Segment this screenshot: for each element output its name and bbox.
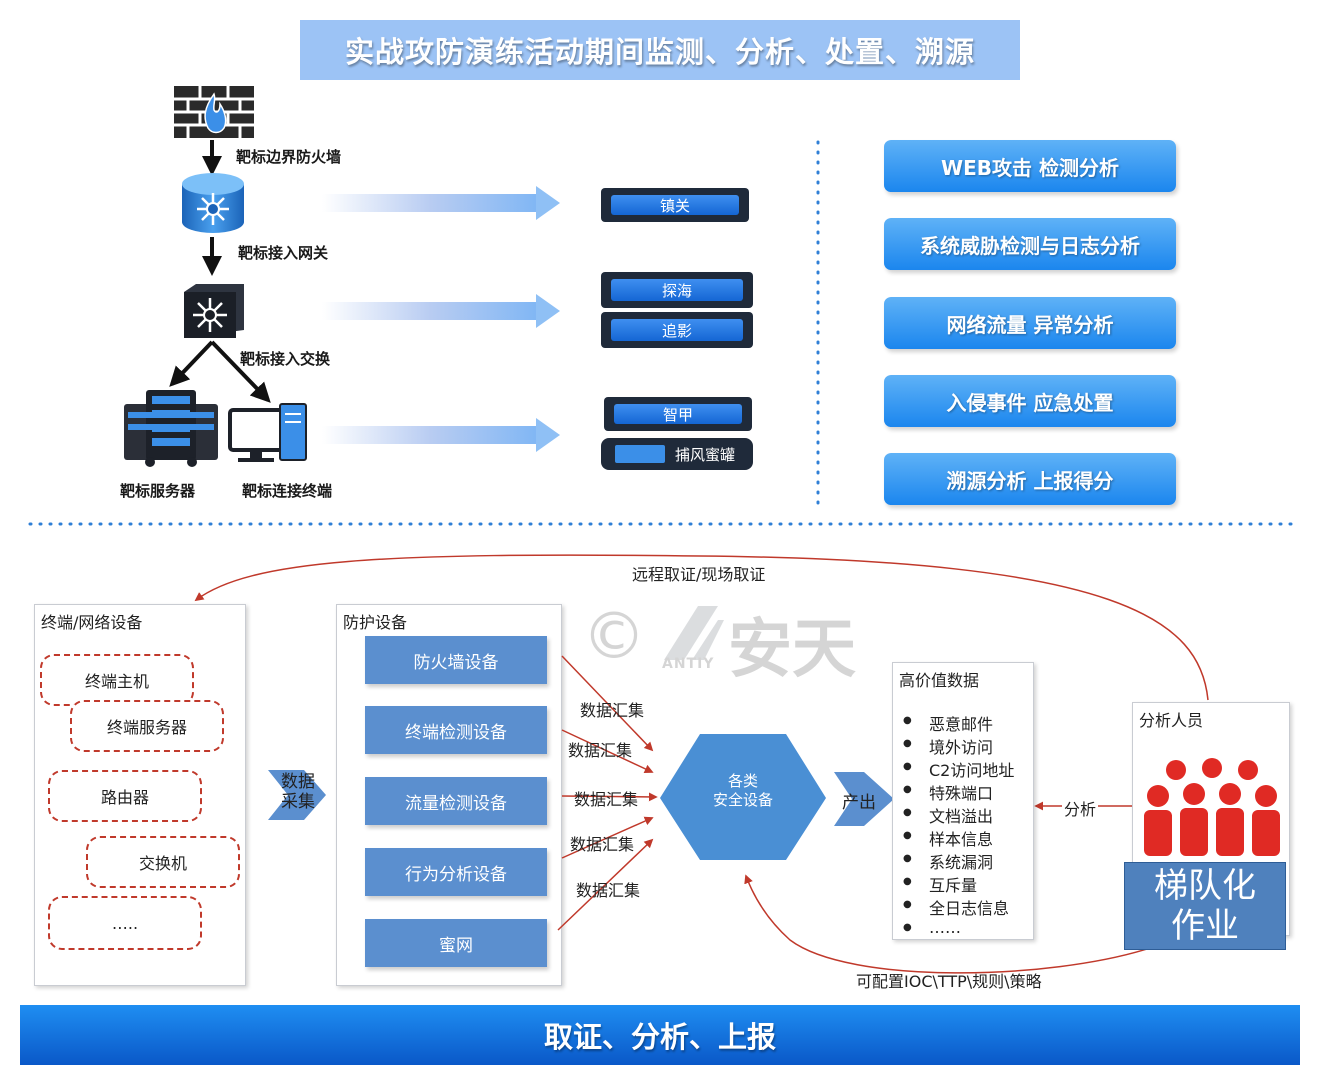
terminal-pc-icon <box>228 403 307 462</box>
firewall-icon <box>174 86 254 138</box>
high-value-item: 境外访问 <box>893 734 1014 757</box>
page-title: 实战攻防演练活动期间监测、分析、处置、溯源 <box>344 35 975 69</box>
collect-arrow-3 <box>561 792 658 802</box>
team-operation-badge: 梯队化 作业 <box>1124 862 1286 950</box>
protection-behavior-analysis: 行为分析设备 <box>365 848 547 896</box>
center-label-line1: 各类 <box>727 772 758 790</box>
honeypot-panel-icon <box>615 445 665 463</box>
high-value-item: 特殊端口 <box>893 780 1014 803</box>
team-line1: 梯队化 <box>1154 866 1256 906</box>
high-value-list: 恶意邮件 境外访问 C2访问地址 特殊端口 文档溢出 样本信息 系统漏洞 互斥量… <box>893 711 1014 941</box>
capability-system-threat: 系统威胁检测与日志分析 <box>884 218 1176 270</box>
capability-traceback: 溯源分析 上报得分 <box>884 453 1176 505</box>
topology-diagram <box>124 86 560 467</box>
config-feedback-arrow <box>744 874 1151 974</box>
analyst-title: 分析人员 <box>1139 711 1204 730</box>
capability-network-traffic: 网络流量 异常分析 <box>884 297 1176 349</box>
collect-label-4: 数据汇集 <box>570 835 635 854</box>
high-value-item: 恶意邮件 <box>893 711 1014 734</box>
server-rack-icon <box>124 390 218 467</box>
collect-arrow-5 <box>557 838 654 931</box>
gateway-label: 靶标接入网关 <box>238 244 329 262</box>
antiy-logo-icon <box>664 606 724 660</box>
zhenguan-label: 镇关 <box>659 196 690 215</box>
tanhai-label: 探海 <box>661 281 692 300</box>
copyright-symbol: © <box>582 600 646 674</box>
high-value-item: 样本信息 <box>893 826 1014 849</box>
footer-title: 取证、分析、上报 <box>543 1020 776 1054</box>
collect-arrow-2 <box>561 729 654 774</box>
firewall-label: 靶标边界防火墙 <box>236 148 342 166</box>
product-tanhai: 探海 <box>601 272 753 308</box>
server-label: 靶标服务器 <box>120 482 196 500</box>
forensics-return-arrow <box>194 554 1209 701</box>
collect-arrow-1 <box>561 655 654 752</box>
collect-arrow-4 <box>561 816 654 859</box>
team-line2: 作业 <box>1171 906 1239 946</box>
product-zhenguan: 镇关 <box>601 188 749 222</box>
high-value-item: 全日志信息 <box>893 895 1014 918</box>
high-value-data-box: 高价值数据 恶意邮件 境外访问 C2访问地址 特殊端口 文档溢出 样本信息 系统… <box>892 662 1034 940</box>
high-value-title: 高价值数据 <box>899 671 980 690</box>
center-label-line2: 安全设备 <box>712 791 773 809</box>
collect-label-5: 数据汇集 <box>576 881 641 900</box>
page-title-banner: 实战攻防演练活动期间监测、分析、处置、溯源 <box>300 20 1020 80</box>
bufeng-label: 捕风蜜罐 <box>675 445 736 464</box>
high-value-item: C2访问地址 <box>893 757 1014 780</box>
data-collect-label: 数据采集 <box>281 772 315 812</box>
endpoint-more: ….. <box>48 896 202 950</box>
product-zhijia: 智甲 <box>604 397 752 431</box>
config-label: 可配置IOC\TTP\规则\策略 <box>856 972 1042 991</box>
capability-incident-response: 入侵事件 应急处置 <box>884 375 1176 427</box>
terminal-label: 靶标连接终端 <box>242 482 333 500</box>
endpoint-server: 终端服务器 <box>70 700 224 752</box>
output-chevron <box>834 772 894 826</box>
protection-firewall: 防火墙设备 <box>365 636 547 684</box>
flow-arrow-3 <box>322 418 560 452</box>
zhijia-label: 智甲 <box>662 405 693 424</box>
collect-label-1: 数据汇集 <box>580 701 645 720</box>
switch-label: 靶标接入交换 <box>240 350 331 368</box>
antiy-logo-sub: ANTIY <box>662 656 715 672</box>
high-value-item: 系统漏洞 <box>893 849 1014 872</box>
analyze-label: 分析 <box>1062 796 1099 820</box>
collect-label-3: 数据汇集 <box>574 790 639 809</box>
analyst-team-icon <box>1144 758 1280 856</box>
flow-arrow-1 <box>322 186 560 220</box>
endpoint-box-title: 终端/网络设备 <box>41 613 143 632</box>
capability-web-attack: WEB攻击 检测分析 <box>884 140 1176 192</box>
protection-endpoint-detection: 终端检测设备 <box>365 706 547 754</box>
gateway-router-icon <box>182 173 244 233</box>
switch-icon <box>184 284 244 338</box>
product-zhuiying: 追影 <box>601 312 753 348</box>
high-value-item: …… <box>893 918 1014 941</box>
security-devices-hexagon <box>660 734 826 860</box>
center-label: 各类 安全设备 <box>700 772 786 810</box>
forensics-label: 远程取证/现场取证 <box>632 565 766 584</box>
watermark: © ANTIY 安天 <box>582 600 882 687</box>
zhuiying-label: 追影 <box>661 321 692 340</box>
collect-label-2: 数据汇集 <box>568 741 633 760</box>
high-value-item: 互斥量 <box>893 872 1014 895</box>
endpoint-host: 终端主机 <box>40 654 194 706</box>
protection-box-title: 防护设备 <box>343 613 408 632</box>
high-value-item: 文档溢出 <box>893 803 1014 826</box>
protection-honeynet: 蜜网 <box>365 919 547 967</box>
footer-banner: 取证、分析、上报 <box>20 1005 1300 1065</box>
output-label: 产出 <box>842 793 876 813</box>
flow-arrow-2 <box>322 294 560 328</box>
endpoint-switch: 交换机 <box>86 836 240 888</box>
data-collect-chevron <box>268 770 326 820</box>
endpoint-router: 路由器 <box>48 770 202 822</box>
product-bufeng-honeypot: 捕风蜜罐 <box>601 438 753 470</box>
antiy-logo-text: 安天 <box>728 613 856 687</box>
protection-traffic-detection: 流量检测设备 <box>365 777 547 825</box>
